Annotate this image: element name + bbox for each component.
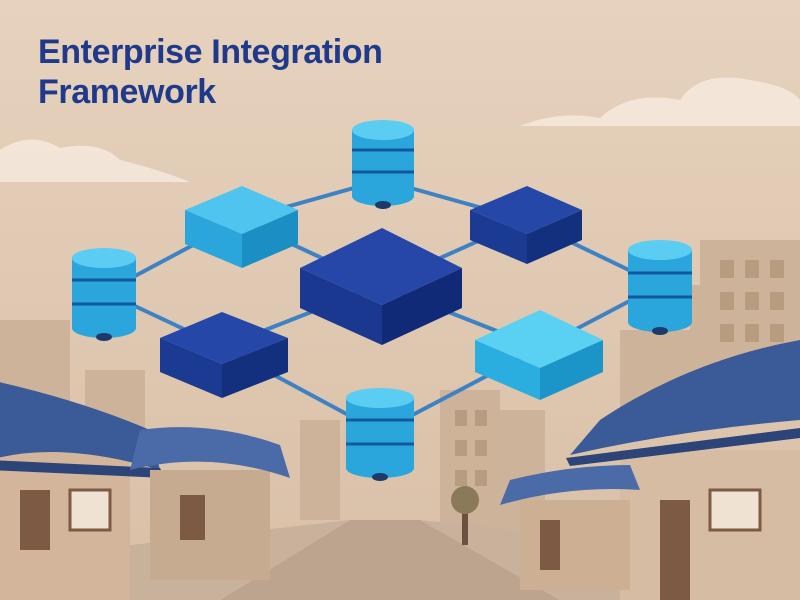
building-windows (455, 260, 784, 486)
house-left-2 (130, 427, 290, 580)
tree (451, 486, 479, 545)
database-icon-left (72, 248, 136, 341)
block-hub (300, 228, 462, 345)
database-icon-top (352, 120, 414, 209)
block-lower-right (475, 310, 603, 400)
title-line-1: Enterprise Integration (38, 33, 383, 71)
street (220, 520, 560, 600)
page-title: Enterprise Integration Framework (38, 32, 383, 112)
clouds (0, 77, 800, 182)
title-line-2: Framework (38, 73, 216, 111)
block-upper-left (185, 186, 298, 268)
block-lower-left (160, 312, 288, 398)
house-right (566, 340, 800, 600)
house-right-2 (500, 465, 640, 590)
database-icon-bottom (346, 388, 414, 481)
database-icon-right (628, 240, 692, 335)
block-upper-right (470, 186, 582, 264)
house-left (0, 382, 165, 600)
